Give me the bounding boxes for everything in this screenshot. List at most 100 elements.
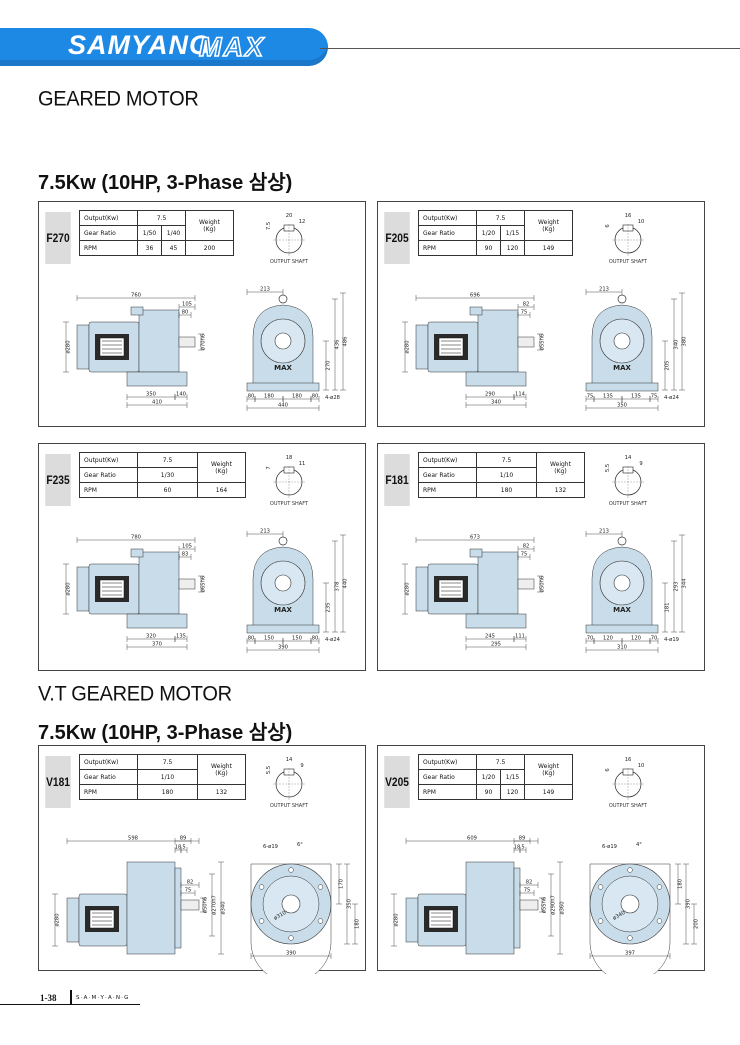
page-number: 1-38 [40, 993, 57, 1003]
mounting-holes: 4-ø24 [325, 637, 341, 643]
dim-base: 397 [625, 951, 635, 957]
dim-spigot-dia: ø270h7 [212, 895, 218, 915]
output-value: 7.5 [476, 210, 525, 226]
dim-d1: 105 [182, 302, 192, 308]
dim-b: 180 [264, 394, 274, 400]
dim-base: 390 [278, 645, 288, 651]
gear-ratio-value: 1/20 [476, 769, 501, 785]
output-value: 7.5 [137, 452, 198, 468]
output-label: Output(Kw) [79, 452, 138, 468]
header-rule [320, 48, 740, 49]
weight-label: Weight(Kg) [197, 452, 246, 483]
rpm-value: 36 [137, 240, 162, 256]
mounting-holes: 6-ø19 [263, 844, 278, 850]
footer-brand: S·A·M·Y·A·N·G [76, 995, 130, 1001]
shaft-height: 6 [605, 768, 611, 771]
dim-d: 80 [312, 636, 319, 642]
rpm-value: 180 [476, 482, 537, 498]
dim-a: 70 [587, 636, 594, 642]
dim-base: 440 [278, 403, 288, 409]
output-label: Output(Kw) [79, 754, 138, 770]
model-code: F270 [45, 212, 71, 264]
mounting-holes: 6-ø19 [602, 844, 617, 850]
model-code: F235 [45, 454, 71, 506]
dim-total-length: 673 [470, 535, 480, 541]
brand-name: SAMYANG [68, 30, 212, 60]
dim-d4: 82 [187, 880, 194, 886]
weight-value: 132 [197, 784, 246, 800]
dim-d5: 410 [152, 400, 162, 406]
rpm-value: 60 [137, 482, 198, 498]
dim-d2: 75 [521, 310, 528, 316]
dim-a: 80 [248, 636, 255, 642]
output-value: 7.5 [476, 754, 525, 770]
dim-d1: 89 [180, 836, 187, 842]
dim-d5: 75 [185, 888, 192, 894]
dim-motor-dia: ø280 [66, 340, 72, 353]
dim-shaft-dia: ø50h6 [203, 897, 209, 913]
dim-shaft-dia: ø55h6 [540, 334, 546, 350]
pitch-circle-dia: ø340 [612, 910, 626, 922]
model-code: F181 [384, 454, 410, 506]
dim-shaft-dia: ø70h6 [201, 334, 207, 350]
dim-d1: 82 [523, 544, 530, 550]
dim-h2: 436 [335, 340, 341, 350]
brand-mark: MAX [613, 606, 631, 614]
rpm-value: 180 [137, 784, 198, 800]
shaft-width: 14 [286, 757, 293, 763]
gear-ratio-value: 1/10 [476, 467, 537, 483]
dim-d3: 245 [485, 634, 495, 640]
gear-ratio-label: Gear Ratio [418, 769, 477, 785]
rpm-label: RPM [418, 482, 477, 498]
flange-angle: 6° [297, 842, 303, 848]
dim-front-width: 213 [599, 529, 609, 535]
dim-center-height: 270 [326, 361, 332, 371]
mounting-holes: 4-ø19 [664, 637, 679, 643]
shaft-height: 6 [605, 224, 611, 227]
dim-d3: 320 [146, 634, 156, 640]
rpm-label: RPM [79, 784, 138, 800]
dim-b: 120 [603, 636, 613, 642]
shaft-width: 14 [625, 455, 632, 461]
dim-d2: 18 [175, 845, 182, 851]
dim-d1: 82 [523, 302, 530, 308]
shaft-width: 16 [625, 213, 632, 219]
dim-d: 80 [312, 394, 319, 400]
weight-label: Weight(Kg) [185, 210, 234, 241]
dim-h2: 390 [686, 899, 692, 909]
model-code: V181 [45, 756, 71, 808]
gear-ratio-value: 1/20 [476, 225, 501, 241]
weight-value: 132 [536, 482, 585, 498]
output-shaft-label: OUTPUT SHAFT [269, 501, 309, 507]
dim-h1: 180 [678, 879, 684, 889]
rpm-label: RPM [418, 784, 477, 800]
brand-banner [0, 28, 328, 66]
weight-value: 164 [197, 482, 246, 498]
dim-center-height: 181 [665, 603, 671, 613]
dim-d: 75 [651, 394, 658, 400]
output-label: Output(Kw) [418, 754, 477, 770]
pitch-circle-dia: ø310 [273, 910, 287, 922]
shaft-width: 18 [286, 455, 293, 461]
dim-shaft-dia: ø55h6 [542, 897, 548, 913]
dim-front-width: 213 [260, 529, 270, 535]
weight-value: 149 [524, 240, 573, 256]
dim-b: 150 [264, 636, 274, 642]
